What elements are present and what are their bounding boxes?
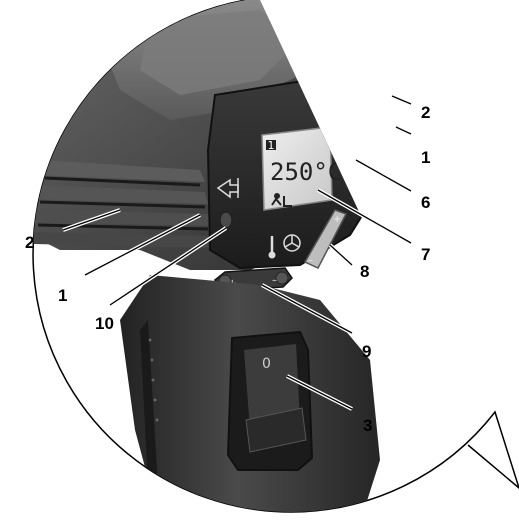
airflow-rocker-button[interactable] xyxy=(303,209,348,269)
program-label: P xyxy=(345,98,361,128)
temperature-minus-knob xyxy=(275,271,289,285)
memory-button[interactable] xyxy=(219,211,233,229)
callout-9: 9 xyxy=(362,342,371,361)
callout-6: 6 xyxy=(421,193,430,212)
switch-rocker-lower xyxy=(245,407,307,453)
enter-icon xyxy=(216,178,239,199)
fan-icon xyxy=(283,234,301,252)
on-off-switch[interactable] xyxy=(244,344,300,430)
program-number: 1 xyxy=(268,139,275,152)
callout-10: 10 xyxy=(95,314,114,333)
temperature-minus: – xyxy=(272,275,277,286)
callout-3: 3 xyxy=(363,416,372,435)
temperature-readout: 250°C xyxy=(270,158,342,186)
switch-off-label: 0 xyxy=(262,356,271,372)
callout-7: 7 xyxy=(421,245,430,264)
grip-dots xyxy=(148,338,159,422)
airflow-icon xyxy=(271,193,292,207)
program-number-box xyxy=(266,140,276,150)
callout-1-right: 1 xyxy=(421,148,430,167)
leader-lines xyxy=(62,95,412,410)
temperature-icon xyxy=(268,236,276,259)
callout-8: 8 xyxy=(360,262,369,281)
airflow-minus: – xyxy=(308,255,313,266)
airflow-plus: + xyxy=(333,214,341,225)
callout-2-left: 2 xyxy=(25,233,34,252)
callout-1-left: 1 xyxy=(58,286,67,305)
program-button[interactable] xyxy=(342,140,358,156)
left-vents xyxy=(33,160,212,248)
handle-grip-edge xyxy=(140,320,160,513)
nozzle-highlight xyxy=(140,10,300,95)
callout-2-right: 2 xyxy=(421,103,430,122)
